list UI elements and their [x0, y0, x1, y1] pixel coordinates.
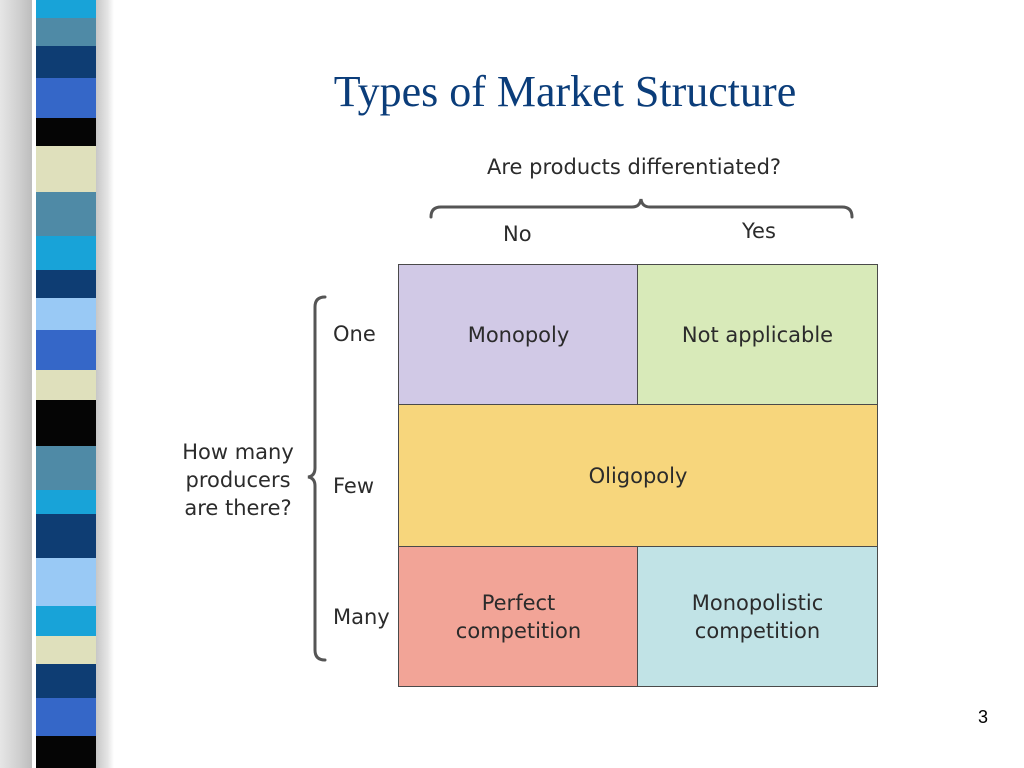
stripe: [36, 698, 96, 736]
stripe-edge: [92, 0, 114, 768]
stripe: [36, 236, 96, 270]
cell-perfect-competition: Perfect competition: [398, 546, 639, 687]
top-brace-path: [429, 198, 854, 219]
column-label-yes: Yes: [742, 219, 776, 243]
stripe: [36, 0, 96, 18]
cell-not-applicable: Not applicable: [637, 264, 878, 406]
cell-monopoly: Monopoly: [398, 264, 639, 406]
row-label-many: Many: [333, 605, 390, 629]
cell-oligopoly-label: Oligopoly: [588, 464, 688, 488]
cell-not-applicable-label: Not applicable: [681, 323, 834, 347]
stripe: [36, 270, 96, 298]
cell-monopolistic-competition: Monopolistic competition: [637, 546, 878, 687]
row-label-one: One: [333, 322, 376, 346]
slide-title: Types of Market Structure: [333, 67, 797, 116]
stripe: [36, 46, 96, 78]
top-question-label: Are products differentiated?: [487, 155, 782, 179]
row-label-few: Few: [333, 474, 375, 498]
stripe: [36, 298, 96, 330]
stripe: [36, 446, 96, 490]
cell-oligopoly: Oligopoly: [398, 404, 878, 548]
stripe: [36, 330, 96, 370]
page-number: 3: [977, 707, 988, 727]
side-brace-path: [307, 295, 327, 662]
stripe: [36, 606, 96, 636]
decorative-stripe-bar: [0, 0, 118, 768]
cell-monopolistic-competition-label: Monopolistic competition: [691, 590, 824, 643]
column-label-no: No: [503, 222, 532, 246]
stripe: [36, 400, 96, 446]
cell-monopoly-label: Monopoly: [467, 323, 570, 347]
stripe-shadow: [0, 0, 32, 768]
stripe: [36, 664, 96, 698]
stripe: [36, 18, 96, 46]
stripe: [36, 514, 96, 558]
stripe: [36, 192, 96, 236]
stripe: [36, 78, 96, 118]
stripe: [36, 636, 96, 664]
stripe: [36, 736, 96, 768]
stripe: [36, 118, 96, 146]
stripe: [36, 558, 96, 606]
cell-perfect-competition-label: Perfect competition: [455, 590, 582, 643]
stripe: [36, 370, 96, 400]
side-question-label: How many producers are there?: [182, 440, 294, 520]
stripe: [36, 490, 96, 514]
stripe: [36, 146, 96, 192]
